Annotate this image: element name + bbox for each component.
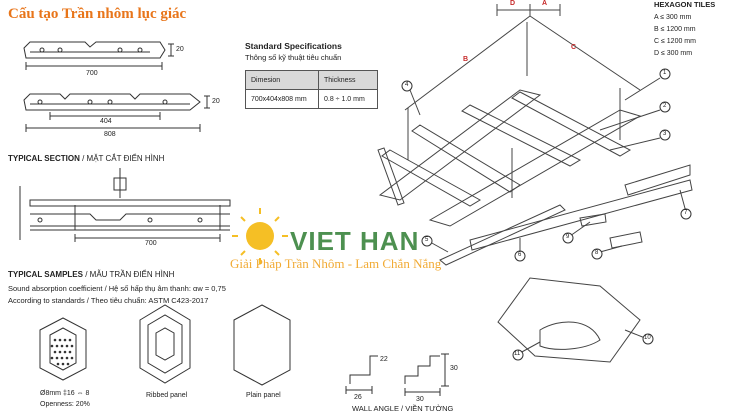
label-A: A [542, 0, 548, 7]
wa-dim-30a: 30 [450, 365, 458, 372]
brand-name: VIET HAN [290, 226, 420, 256]
wall-angle-caption: WALL ANGLE / VIỀN TƯỜNG [352, 404, 454, 413]
callout-9: 9 [566, 234, 570, 240]
label-C: C [571, 44, 577, 51]
callout-2: 2 [663, 103, 667, 109]
typical-section-dim: 700 [145, 240, 157, 247]
callout-5: 5 [425, 237, 429, 243]
typical-samples-heading: TYPICAL SAMPLES / MẪU TRẦN ĐIỂN HÌNH [8, 270, 175, 279]
callout-3: 3 [663, 131, 667, 137]
panel-profile-top [23, 41, 174, 70]
tile-row-c: C ≤ 1200 mm [654, 38, 696, 45]
ribbed-caption: Ribbed panel [146, 392, 188, 399]
dim-top-width: 700 [86, 70, 98, 77]
specs-dimension-value: 700x404x808 mm [245, 89, 319, 109]
callout-11: 11 [514, 351, 521, 357]
label-B: B [463, 56, 469, 63]
tile-row-a: A ≤ 300 mm [654, 14, 692, 21]
brand-sun-logo-icon [232, 208, 288, 264]
typical-section-heading: TYPICAL SECTION / MẶT CẮT ĐIỂN HÌNH [8, 154, 165, 163]
callout-8: 8 [595, 250, 599, 256]
callout-10: 10 [644, 335, 651, 341]
hex-perforated-panel [39, 317, 87, 381]
wall-angle-profiles [345, 353, 449, 396]
callout-4: 4 [405, 82, 409, 88]
wa-dim-22: 22 [380, 356, 388, 363]
dim-bottom-inner: 404 [100, 118, 112, 125]
tile-row-b: B ≤ 1200 mm [654, 26, 696, 33]
callout-1: 1 [663, 70, 667, 76]
callout-circles [401, 68, 692, 361]
specs-table: Dimesion Thickness 700x404x808 mm 0.8 ÷ … [245, 70, 378, 109]
panel-profile-bottom [23, 93, 210, 132]
brand-slogan: Giải Pháp Trần Nhôm - Lam Chắn Nắng [230, 256, 442, 271]
callout-6: 6 [518, 252, 522, 258]
samples-absorption: Sound absorption coefficient / Hệ số hấp… [8, 284, 226, 293]
hex-ribbed-panel [139, 304, 191, 384]
dim-bottom-height: 20 [212, 98, 220, 105]
dim-bottom-width: 808 [104, 131, 116, 138]
specs-thickness-value: 0.8 ÷ 1.0 mm [318, 89, 378, 109]
tile-row-d: D ≤ 300 mm [654, 50, 693, 57]
page-title: Cấu tạo Trần nhôm lục giác [8, 6, 187, 22]
plain-caption: Plain panel [246, 392, 281, 399]
wa-dim-26: 26 [354, 394, 362, 401]
perforation-dots [50, 338, 74, 366]
dim-top-height: 20 [176, 46, 184, 53]
isometric-ceiling-drawing [377, 4, 693, 363]
label-D: D [510, 0, 516, 7]
callout-7: 7 [684, 210, 688, 216]
typical-section-drawing [19, 168, 231, 242]
specs-col-thickness: Thickness [318, 70, 378, 90]
hex-plain-panel [233, 304, 291, 386]
specs-heading: Standard Specifications [245, 41, 342, 51]
specs-subheading: Thông số kỹ thuật tiêu chuẩn [245, 53, 342, 62]
perf-caption-1: Ø8mm ‡16 ⇔ 8 [40, 390, 90, 397]
samples-standard: According to standards / Theo tiêu chuẩn… [8, 296, 209, 305]
specs-col-dimension: Dimesion [245, 70, 319, 90]
wa-dim-30b: 30 [416, 396, 424, 403]
hexagon-tiles-heading: HEXAGON TILES [654, 0, 716, 9]
perf-caption-2: Openness: 20% [40, 401, 90, 408]
